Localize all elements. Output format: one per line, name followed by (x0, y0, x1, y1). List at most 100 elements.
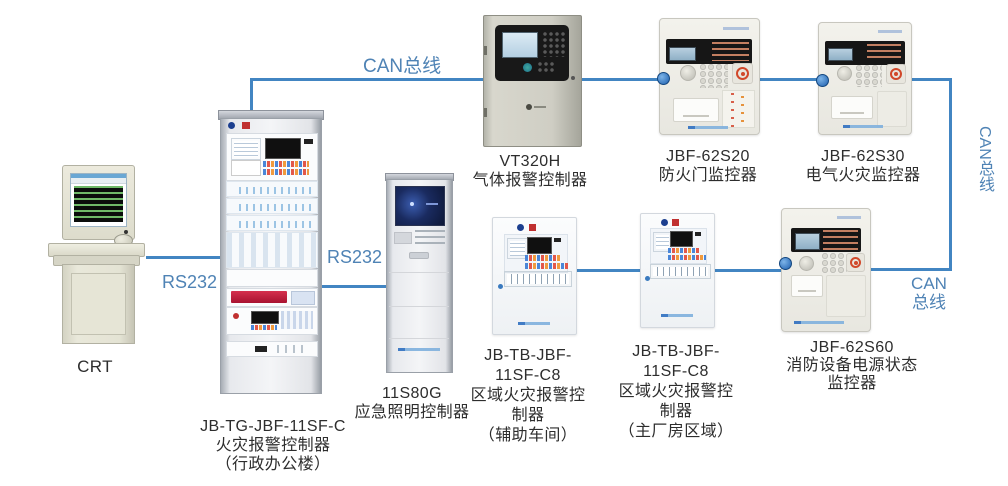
s20-printer-flap (673, 98, 719, 122)
c8b-display (670, 231, 693, 247)
c8b-logo-red (672, 219, 679, 226)
can-bus-label-bottom-right-line1: CAN (911, 274, 947, 293)
s30-brand-mark (843, 125, 883, 128)
s80g-label-line1: 11S80G (382, 385, 442, 402)
crt-label-line: CRT (77, 357, 113, 376)
c8b-label-line4: 制器 (659, 403, 693, 420)
device-jbtg-cabinet-image (218, 110, 324, 394)
cabinet-label-card (231, 138, 261, 160)
can-bus-line-top-seg2 (579, 78, 660, 81)
s60-label-line1: JBF-62S60 (810, 339, 894, 356)
device-jbf62s60-image (779, 208, 871, 332)
can-bus-drop-to-cabinet (250, 78, 253, 114)
cabinet-io-dashes (277, 345, 307, 353)
cabinet-column-module (226, 232, 318, 268)
vt320h-label-line1: VT320H (499, 153, 561, 170)
s60-lower-panel (826, 275, 866, 317)
can-bus-line-top-seg4 (909, 78, 952, 81)
cabinet-controller-module (226, 307, 318, 335)
device-c8b-image (640, 213, 715, 328)
c8a-side-led (498, 284, 503, 289)
s80g-screen-logo (426, 203, 438, 205)
cabinet-io-module (226, 341, 318, 357)
s20-nav-pad (732, 63, 753, 84)
cabinet-logo-red (242, 122, 250, 129)
vt320h-latch (571, 76, 575, 80)
vt320h-hinge-top (484, 46, 487, 55)
s80g-panel-line-1 (389, 272, 449, 273)
vt320h-logo (526, 104, 532, 110)
c8a-keypad-row1 (525, 255, 561, 261)
s20-lcd-screen (669, 47, 696, 61)
s60-lcd-screen (795, 233, 820, 250)
s30-display-band (825, 41, 905, 65)
crt-monitor (62, 165, 135, 240)
s20-model-mark (723, 27, 749, 30)
s20-label-line2: 防火门监控器 (658, 167, 758, 184)
device-label-c8b: JB-TB-JBF- 11SF-C8 区域火灾报警控 制器 （主厂房区域） (596, 342, 756, 442)
c8b-label-line1: JB-TB-JBF- (632, 343, 720, 360)
device-jbf62s30-image (816, 22, 912, 135)
s20-label-line1: JBF-62S20 (666, 148, 750, 165)
device-label-vt320h: VT320H 气体报警控制器 (455, 152, 605, 190)
s80g-indicator-dashes (415, 230, 445, 244)
device-c8a-image (492, 217, 577, 335)
c8a-switch-strip (504, 271, 572, 287)
s30-keypad (856, 65, 882, 87)
s20-keypad (700, 64, 728, 88)
s20-indicator-panel (722, 90, 755, 128)
cabinet-red-led (233, 313, 239, 319)
c8a-display (527, 237, 552, 254)
c8b-keypad-row2 (668, 255, 706, 260)
vt320h-lcd-screen (502, 32, 538, 58)
can-bus-label-bottom-right: CAN 总线 (900, 274, 958, 312)
s30-side-knob (816, 74, 829, 87)
s80g-panel-line-2 (389, 306, 449, 307)
s80g-label-line2: 应急照明控制器 (354, 404, 470, 421)
s80g-panel-line-3 (389, 338, 449, 339)
cabinet-loop-strip-2 (226, 198, 318, 214)
vt320h-nav-button (523, 63, 532, 72)
c8a-control-panel (504, 234, 569, 273)
cabinet-loop-strip-3 (226, 215, 318, 231)
crt-screen (70, 173, 127, 227)
c8a-label-line1: JB-TB-JBF- (484, 347, 572, 364)
c8b-small-display (695, 232, 701, 236)
device-vt320h-image (483, 15, 582, 147)
rs232-line-crt-cabinet (146, 256, 220, 259)
vt320h-control-panel (495, 25, 569, 81)
cabinet-red-bar (231, 291, 287, 303)
c8a-small-display (554, 238, 561, 242)
cabinet-printer-slot (231, 160, 261, 176)
c8b-keypad-row1 (668, 248, 700, 253)
s30-lcd-screen (828, 48, 853, 61)
s60-display-band (791, 228, 861, 252)
s60-label-line2: 消防设备电源状态 (786, 357, 918, 374)
s60-label-line3: 监控器 (827, 375, 877, 392)
s30-lower-panel (877, 91, 907, 127)
s60-keypad (822, 253, 847, 273)
crt-window-toolbar (71, 178, 126, 184)
c8b-control-panel (650, 228, 707, 264)
crt-window-titlebar (71, 174, 126, 178)
c8a-keypad-row2 (525, 263, 569, 269)
c8b-side-led (645, 276, 650, 281)
cabinet-blank-module (226, 269, 318, 287)
vt320h-nav-keys (537, 61, 555, 74)
cabinet-red-module (226, 288, 318, 307)
cabinet-io-slot (255, 346, 267, 352)
s60-indicator-rows (823, 230, 858, 250)
device-jbf62s20-image (657, 18, 760, 135)
c8a-logo-red (529, 224, 536, 231)
can-bus-line-c8b-s60 (712, 269, 782, 272)
c8b-switch-strip (650, 264, 711, 279)
c8b-logo-blue (661, 219, 668, 226)
device-label-s30: JBF-62S30 电气火灾监控器 (788, 147, 938, 185)
s20-side-knob (657, 72, 670, 85)
c8b-label-line3: 区域火灾报警控 (618, 383, 734, 400)
cabinet-loop-strip-1 (226, 181, 318, 197)
cabinet-display (265, 138, 301, 159)
s60-printer-flap (791, 275, 823, 297)
c8b-label-line2: 11SF-C8 (643, 363, 709, 380)
